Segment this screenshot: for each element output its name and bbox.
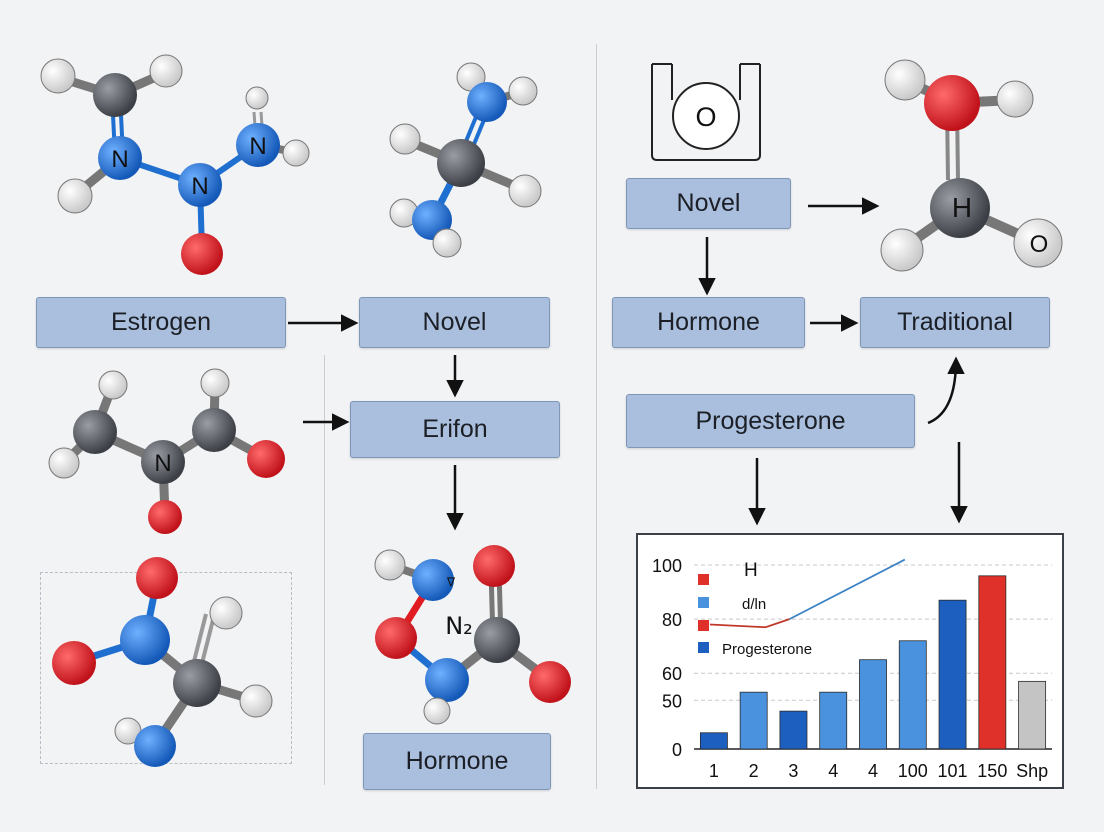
box-estrogen-label: Estrogen — [110, 308, 212, 336]
box-hormone-bottom-label: Hormone — [405, 747, 509, 775]
chart-bar — [978, 575, 1007, 750]
chart-x-tick-label: 4 — [828, 761, 838, 781]
chart-bar — [819, 691, 848, 750]
box-estrogen: Estrogen — [36, 297, 286, 348]
box-novel-right: Novel — [626, 178, 791, 229]
center-divider — [596, 44, 597, 789]
chart-bar — [898, 640, 927, 750]
chart-x-tick-label: Shp — [1016, 761, 1048, 781]
m3-n-label: N — [154, 450, 171, 477]
chart-bar — [739, 691, 768, 750]
box-traditional-label: Traditional — [897, 308, 1013, 336]
chart-bar — [1018, 680, 1047, 750]
box-novel-right-label: Novel — [676, 189, 741, 217]
chart-y-tick-label: 50 — [662, 691, 682, 711]
chart-legend-swatch — [698, 642, 709, 653]
box-hormone-bottom: Hormone — [363, 733, 551, 790]
box-erifon-label: Erifon — [422, 415, 488, 443]
box-traditional: Traditional — [860, 297, 1050, 348]
chart-x-tick-label: 1 — [709, 761, 719, 781]
m1-n2-label: N — [191, 173, 208, 200]
box-hormone-right-label: Hormone — [657, 308, 760, 336]
box-hormone-right: Hormone — [612, 297, 805, 348]
chart-x-tick-label: 4 — [868, 761, 878, 781]
chart-x-tick-label: 3 — [788, 761, 798, 781]
molecule-6-symbol: O — [651, 63, 761, 161]
chart-bar — [859, 659, 887, 750]
chart-legend-swatch — [698, 620, 709, 631]
chart-bar — [938, 599, 967, 750]
chart-bar — [699, 732, 728, 750]
chart-y-tick-label: 100 — [652, 556, 682, 576]
box-erifon: Erifon — [350, 401, 560, 458]
chart-bar — [779, 710, 808, 750]
chart-legend-label: H — [744, 560, 758, 581]
chart-x-tick-label: 150 — [977, 761, 1007, 781]
chart-legend-swatch — [698, 597, 709, 608]
m5-nabla-label: ∇ — [446, 575, 456, 589]
molecule-3: N — [48, 368, 285, 534]
blue-line — [789, 558, 906, 620]
chart-legend-label: Progesterone — [722, 641, 812, 658]
molecule-5: ∇ N₂ — [374, 545, 571, 725]
m6-o-label: O — [695, 102, 716, 132]
chart-y-tick-label: 0 — [672, 740, 682, 760]
bar-chart-svg: 0 50 60 80 100 1 2 3 4 4 100 101 150 Shp Hd/lnProgeste… — [652, 556, 1052, 781]
chart-y-tick-label: 80 — [662, 610, 682, 630]
box-novel-left-label: Novel — [422, 308, 487, 336]
chart-x-tick-label: 100 — [898, 761, 928, 781]
m7-o-label: O — [1030, 231, 1049, 258]
chart-legend-label: d/ln — [742, 596, 766, 613]
m5-n2-label: N₂ — [445, 612, 473, 640]
box-progesterone-label: Progesterone — [695, 406, 846, 435]
m1-n3-label: N — [249, 133, 266, 160]
chart-y-tick-label: 60 — [662, 664, 682, 684]
chart-x-tick-label: 2 — [749, 761, 759, 781]
molecule-1: N N N — [40, 54, 310, 275]
molecule-7: H O — [880, 59, 1063, 272]
box-novel-left: Novel — [359, 297, 550, 348]
molecule-2 — [389, 62, 542, 258]
chart-x-tick-label: 101 — [938, 761, 968, 781]
box-progesterone: Progesterone — [626, 394, 915, 448]
red-line — [709, 618, 790, 629]
left-inner-divider — [324, 355, 325, 785]
arrow-progesterone-to-traditional — [927, 356, 965, 425]
chart-legend-swatch — [698, 574, 709, 585]
m7-h-label: H — [952, 192, 972, 223]
m1-n1-label: N — [111, 146, 128, 173]
molecule-4 — [52, 557, 273, 767]
